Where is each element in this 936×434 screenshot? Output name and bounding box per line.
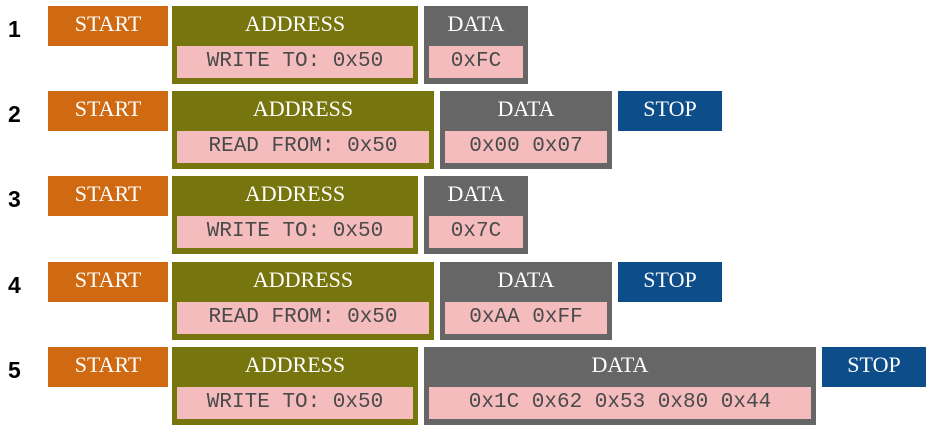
stop-label: STOP <box>643 267 697 292</box>
data-label: DATA <box>447 11 505 36</box>
address-block: ADDRESS READ FROM: 0x50 <box>172 91 434 169</box>
address-block: ADDRESS WRITE TO: 0x50 <box>172 176 418 254</box>
stop-label: STOP <box>847 352 901 377</box>
data-label: DATA <box>497 267 555 292</box>
address-value: READ FROM: 0x50 <box>177 131 429 163</box>
row-number: 1 <box>8 16 21 42</box>
data-label: DATA <box>497 96 555 121</box>
data-value: 0x1C 0x62 0x53 0x80 0x44 <box>429 387 811 419</box>
address-value: WRITE TO: 0x50 <box>177 387 413 419</box>
transaction-row-3: 3 START ADDRESS WRITE TO: 0x50 DATA 0x7C <box>0 176 936 256</box>
data-value: 0x7C <box>429 216 523 248</box>
address-value: READ FROM: 0x50 <box>177 302 429 334</box>
start-block: START <box>48 91 168 131</box>
address-label: ADDRESS <box>244 11 346 36</box>
start-block: START <box>48 347 168 387</box>
data-block: DATA 0xAA 0xFF <box>440 262 612 340</box>
row-number: 5 <box>8 357 21 383</box>
data-label: DATA <box>591 352 649 377</box>
stop-block: STOP <box>618 262 722 302</box>
address-block: ADDRESS READ FROM: 0x50 <box>172 262 434 340</box>
data-value: 0x00 0x07 <box>445 131 607 163</box>
address-value: WRITE TO: 0x50 <box>177 46 413 78</box>
start-label: START <box>74 181 142 206</box>
transaction-row-5: 5 START ADDRESS WRITE TO: 0x50 DATA 0x1C… <box>0 347 936 427</box>
start-block: START <box>48 176 168 216</box>
start-block: START <box>48 262 168 302</box>
address-label: ADDRESS <box>252 96 354 121</box>
address-value: WRITE TO: 0x50 <box>177 216 413 248</box>
row-number: 2 <box>8 101 21 127</box>
stop-block: STOP <box>822 347 926 387</box>
stop-label: STOP <box>643 96 697 121</box>
start-label: START <box>74 352 142 377</box>
start-label: START <box>74 11 142 36</box>
row-number: 4 <box>8 272 21 298</box>
data-label: DATA <box>447 181 505 206</box>
start-block: START <box>48 6 168 46</box>
transaction-row-4: 4 START ADDRESS READ FROM: 0x50 DATA 0xA… <box>0 262 936 342</box>
stop-block: STOP <box>618 91 722 131</box>
address-block: ADDRESS WRITE TO: 0x50 <box>172 347 418 425</box>
transaction-row-1: 1 START ADDRESS WRITE TO: 0x50 DATA 0xFC <box>0 6 936 86</box>
data-block: DATA 0x00 0x07 <box>440 91 612 169</box>
transaction-row-2: 2 START ADDRESS READ FROM: 0x50 DATA 0x0… <box>0 91 936 171</box>
data-value: 0xFC <box>429 46 523 78</box>
address-label: ADDRESS <box>244 352 346 377</box>
data-block: DATA 0x7C <box>424 176 528 254</box>
start-label: START <box>74 267 142 292</box>
address-label: ADDRESS <box>252 267 354 292</box>
row-number: 3 <box>8 186 21 212</box>
address-label: ADDRESS <box>244 181 346 206</box>
data-block: DATA 0x1C 0x62 0x53 0x80 0x44 <box>424 347 816 425</box>
start-label: START <box>74 96 142 121</box>
address-block: ADDRESS WRITE TO: 0x50 <box>172 6 418 84</box>
data-block: DATA 0xFC <box>424 6 528 84</box>
data-value: 0xAA 0xFF <box>445 302 607 334</box>
